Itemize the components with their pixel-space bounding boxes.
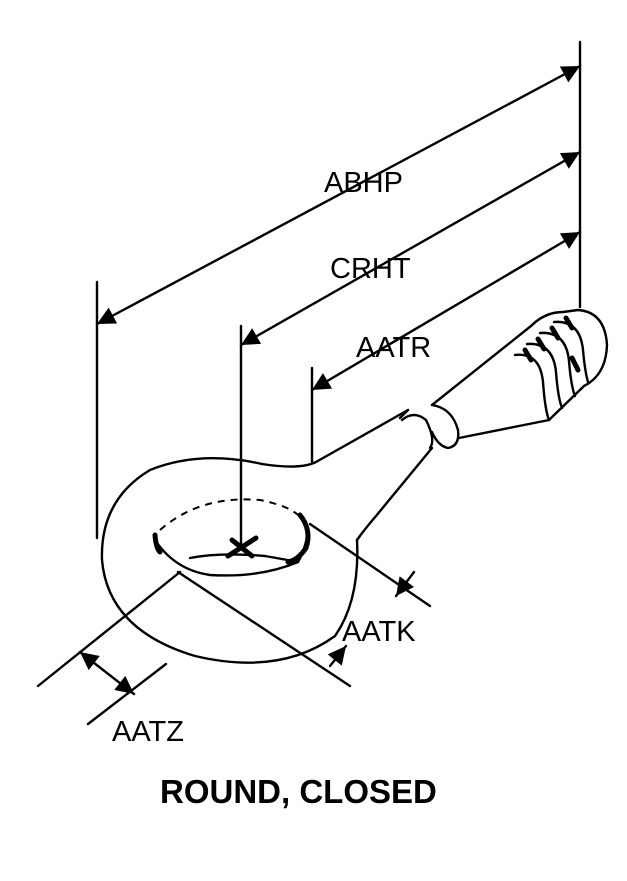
thread-tick-1 [522, 347, 534, 363]
break-left-face [430, 403, 460, 450]
neck-bottom-edge [355, 446, 434, 542]
aatr-dimension-line [310, 230, 582, 392]
aatk-label: AATK [342, 616, 416, 648]
eye-neck [260, 408, 434, 542]
extension-lines [95, 40, 582, 548]
center-mark-stroke-2 [229, 537, 255, 559]
aatr-label: AATR [356, 332, 431, 364]
aatz-label: AATZ [112, 716, 184, 748]
break-right-face [400, 413, 434, 450]
aatk-arrow-lower [327, 644, 348, 668]
eye-inner-shade-left [152, 532, 163, 555]
eye-inner-shade-right [285, 512, 311, 565]
thread-tick-5 [569, 355, 581, 373]
thread-tick-4 [563, 315, 575, 331]
crht-label: CRHT [330, 253, 411, 285]
aatk-extension-lower [176, 570, 352, 688]
diagram-caption: ROUND, CLOSED [160, 773, 437, 810]
thread-tick-3 [549, 325, 561, 341]
shank-bottom-edge [457, 418, 551, 440]
aatz-dimension [36, 570, 182, 726]
aatk-dimension [176, 522, 432, 688]
abhp-label: ABHP [324, 167, 403, 199]
neck-top-edge [260, 408, 410, 468]
eye-inner-lip [188, 553, 300, 564]
shank-end-cap [547, 308, 609, 422]
dimension-lines [95, 64, 582, 392]
thread-tick-2 [535, 336, 547, 352]
eye-outer-edge [100, 457, 359, 664]
shank-top-edge [430, 308, 580, 407]
aatk-arrow-upper [394, 570, 416, 598]
center-mark [225, 535, 259, 559]
aatk-extension-upper [308, 522, 432, 608]
eye-ring [100, 457, 359, 664]
eye-hidden-edge [159, 498, 306, 531]
thread-ring-1 [513, 353, 551, 422]
shank-break [398, 403, 460, 450]
crht-dimension-line [239, 150, 582, 347]
aatz-extension-right [86, 662, 168, 726]
aatz-dimension-line [78, 650, 136, 696]
aatz-extension-left [36, 570, 182, 688]
threaded-shank [430, 308, 609, 440]
